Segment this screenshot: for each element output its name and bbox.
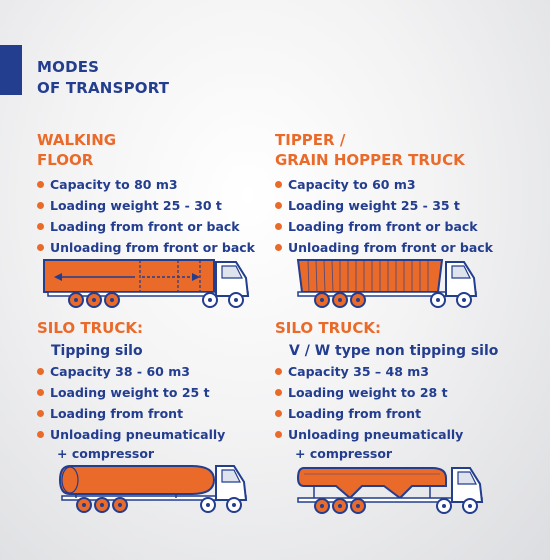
- silo-non-tipping-heading-text: SILO TRUCK:: [275, 319, 381, 337]
- silo-tipping-subheading: Tipping silo: [51, 343, 143, 359]
- feature-item: Capacity to 60 m3: [275, 174, 493, 195]
- tipper-heading: TIPPER / GRAIN HOPPER TRUCK: [275, 130, 465, 170]
- page-title-line-2: OF TRANSPORT: [37, 79, 170, 97]
- silo-non-tipping-heading: SILO TRUCK:: [275, 318, 381, 338]
- feature-item: Capacity to 80 m3: [37, 174, 255, 195]
- feature-item: Capacity 35 – 48 m3: [275, 361, 463, 382]
- silo-tipping-truck-icon: [58, 465, 248, 513]
- walking-floor-features: Capacity to 80 m3 Loading weight 25 - 30…: [37, 174, 255, 258]
- page-title-line-1: MODES: [37, 58, 100, 76]
- page-title: MODES OF TRANSPORT: [37, 57, 169, 99]
- tipper-heading-line-1: TIPPER /: [275, 131, 346, 149]
- feature-item: Unloading from front or back: [275, 237, 493, 258]
- feature-item: Loading weight 25 - 30 t: [37, 195, 255, 216]
- walking-floor-heading-line-2: FLOOR: [37, 151, 94, 169]
- feature-item: Loading from front or back: [37, 216, 255, 237]
- feature-continuation: + compressor: [57, 446, 155, 461]
- feature-item: Unloading from front or back: [37, 237, 255, 258]
- feature-item: Loading weight to 28 t: [275, 382, 463, 403]
- silo-tipping-features: Capacity 38 - 60 m3 Loading weight to 25…: [37, 361, 225, 463]
- feature-item: Loading from front: [275, 403, 463, 424]
- walking-floor-heading: WALKING FLOOR: [37, 130, 116, 170]
- silo-non-tipping-subheading: V / W type non tipping silo: [289, 343, 499, 359]
- feature-item: Loading from front or back: [275, 216, 493, 237]
- silo-tipping-heading-text: SILO TRUCK:: [37, 319, 143, 337]
- walking-floor-truck-icon: [43, 259, 250, 308]
- tipper-truck-icon: [296, 259, 478, 308]
- tipper-heading-line-2: GRAIN HOPPER TRUCK: [275, 151, 465, 169]
- feature-item: Loading weight to 25 t: [37, 382, 225, 403]
- feature-item: Capacity 38 - 60 m3: [37, 361, 225, 382]
- feature-item: Loading weight 25 - 35 t: [275, 195, 493, 216]
- silo-non-tipping-truck-icon: [296, 467, 484, 514]
- tipper-features: Capacity to 60 m3 Loading weight 25 - 35…: [275, 174, 493, 258]
- feature-item: Unloading pneumatically: [275, 424, 463, 445]
- silo-non-tipping-features: Capacity 35 – 48 m3 Loading weight to 28…: [275, 361, 463, 463]
- feature-item: Loading from front: [37, 403, 225, 424]
- walking-floor-heading-line-1: WALKING: [37, 131, 117, 149]
- accent-bar: [0, 45, 22, 95]
- feature-item: Unloading pneumatically: [37, 424, 225, 445]
- silo-tipping-heading: SILO TRUCK:: [37, 318, 143, 338]
- feature-continuation: + compressor: [295, 446, 393, 461]
